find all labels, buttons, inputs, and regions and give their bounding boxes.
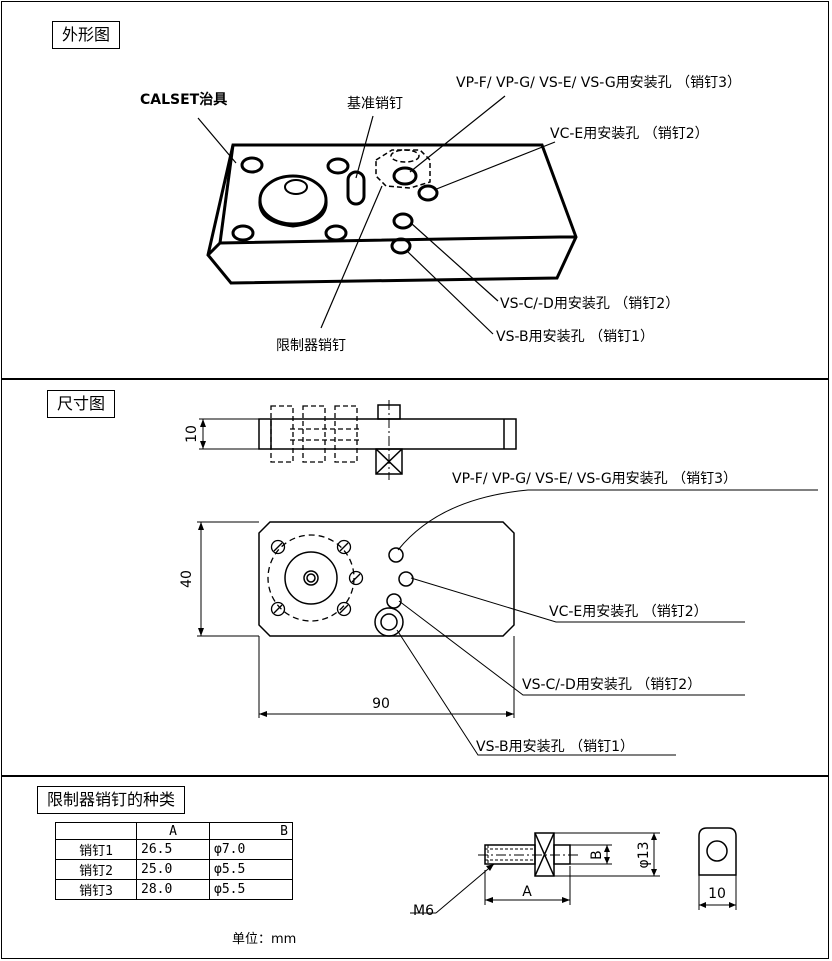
head-diameter-label: φ13 xyxy=(636,841,652,868)
table-cell: 销钉3 xyxy=(55,879,137,900)
length-label: A xyxy=(522,884,532,900)
pin-drawing xyxy=(478,832,580,877)
pin-types-section xyxy=(1,776,829,959)
diameter-label: B xyxy=(589,850,605,860)
appearance-title: 外形图 xyxy=(52,21,121,49)
side-view xyxy=(258,400,517,480)
table-cell: φ7.0 xyxy=(209,839,293,860)
arrowheads xyxy=(198,419,736,908)
plan-corner-holes xyxy=(270,539,364,617)
table-row: 销钉3 28.0 φ5.5 xyxy=(55,879,293,900)
thickness-value: 10 xyxy=(184,425,200,443)
table-cell: φ5.5 xyxy=(209,879,293,900)
table-cell: 25.0 xyxy=(136,859,210,880)
table-header: A xyxy=(136,822,210,840)
limiter-pin-label: 限制器销钉 xyxy=(276,338,346,354)
table-cell: 销钉2 xyxy=(55,859,137,880)
pin-end-view xyxy=(698,827,737,876)
appearance-leaders xyxy=(197,95,556,335)
vp-hole-label: VP-F/ VP-G/ VS-E/ VS-G用安装孔 （销钉3） xyxy=(456,75,741,91)
width-value: 90 xyxy=(372,696,390,712)
table-cell: 26.5 xyxy=(136,839,210,860)
height-value: 40 xyxy=(179,570,195,588)
pin-types-title: 限制器销钉的种类 xyxy=(37,786,186,814)
head-width-label: 10 xyxy=(708,886,726,902)
datum-pin-label: 基准销钉 xyxy=(347,95,403,112)
plan-vsb-label: VS-B用安装孔 （销钉1） xyxy=(476,739,634,755)
unit-label: 单位：mm xyxy=(232,932,297,947)
dimension-section xyxy=(1,379,829,776)
plan-leaders xyxy=(396,489,818,756)
plan-vsc-label: VS-C/-D用安装孔 （销钉2） xyxy=(522,677,701,693)
table-cell: φ5.5 xyxy=(209,859,293,880)
table-header-row: A B xyxy=(55,822,293,840)
table-row: 销钉1 26.5 φ7.0 xyxy=(55,839,293,860)
pin-table: A B 销钉1 26.5 φ7.0 销钉2 25.0 φ5.5 销钉3 28.0… xyxy=(55,822,293,900)
calset-label: CALSET治具 xyxy=(140,91,227,108)
plan-vp-label: VP-F/ VP-G/ VS-E/ VS-G用安装孔 （销钉3） xyxy=(452,471,737,487)
limiter-pin-hidden xyxy=(375,149,431,189)
pin-dimensions xyxy=(410,832,660,914)
table-header xyxy=(55,822,137,840)
vc-hole-label: VC-E用安装孔 （销钉2） xyxy=(550,126,709,142)
vsc-hole-label: VS-C/-D用安装孔 （销钉2） xyxy=(500,296,679,312)
dial-boss xyxy=(258,174,328,228)
table-row: 销钉2 25.0 φ5.5 xyxy=(55,859,293,880)
table-cell: 28.0 xyxy=(136,879,210,900)
datum-pin-3d xyxy=(346,170,366,206)
table-cell: 销钉1 xyxy=(55,839,137,860)
plan-dimensions xyxy=(197,521,515,718)
thickness-dimension xyxy=(199,418,259,450)
plan-vc-label: VC-E用安装孔 （销钉2） xyxy=(549,604,708,620)
mounting-holes-3d xyxy=(231,156,439,255)
table-header: B xyxy=(209,822,293,840)
dimension-title: 尺寸图 xyxy=(47,390,116,418)
appearance-section xyxy=(1,1,829,379)
thread-label: M6 xyxy=(413,903,434,919)
vsb-hole-label: VS-B用安装孔 （销钉1） xyxy=(496,329,654,345)
plan-view xyxy=(258,521,515,637)
